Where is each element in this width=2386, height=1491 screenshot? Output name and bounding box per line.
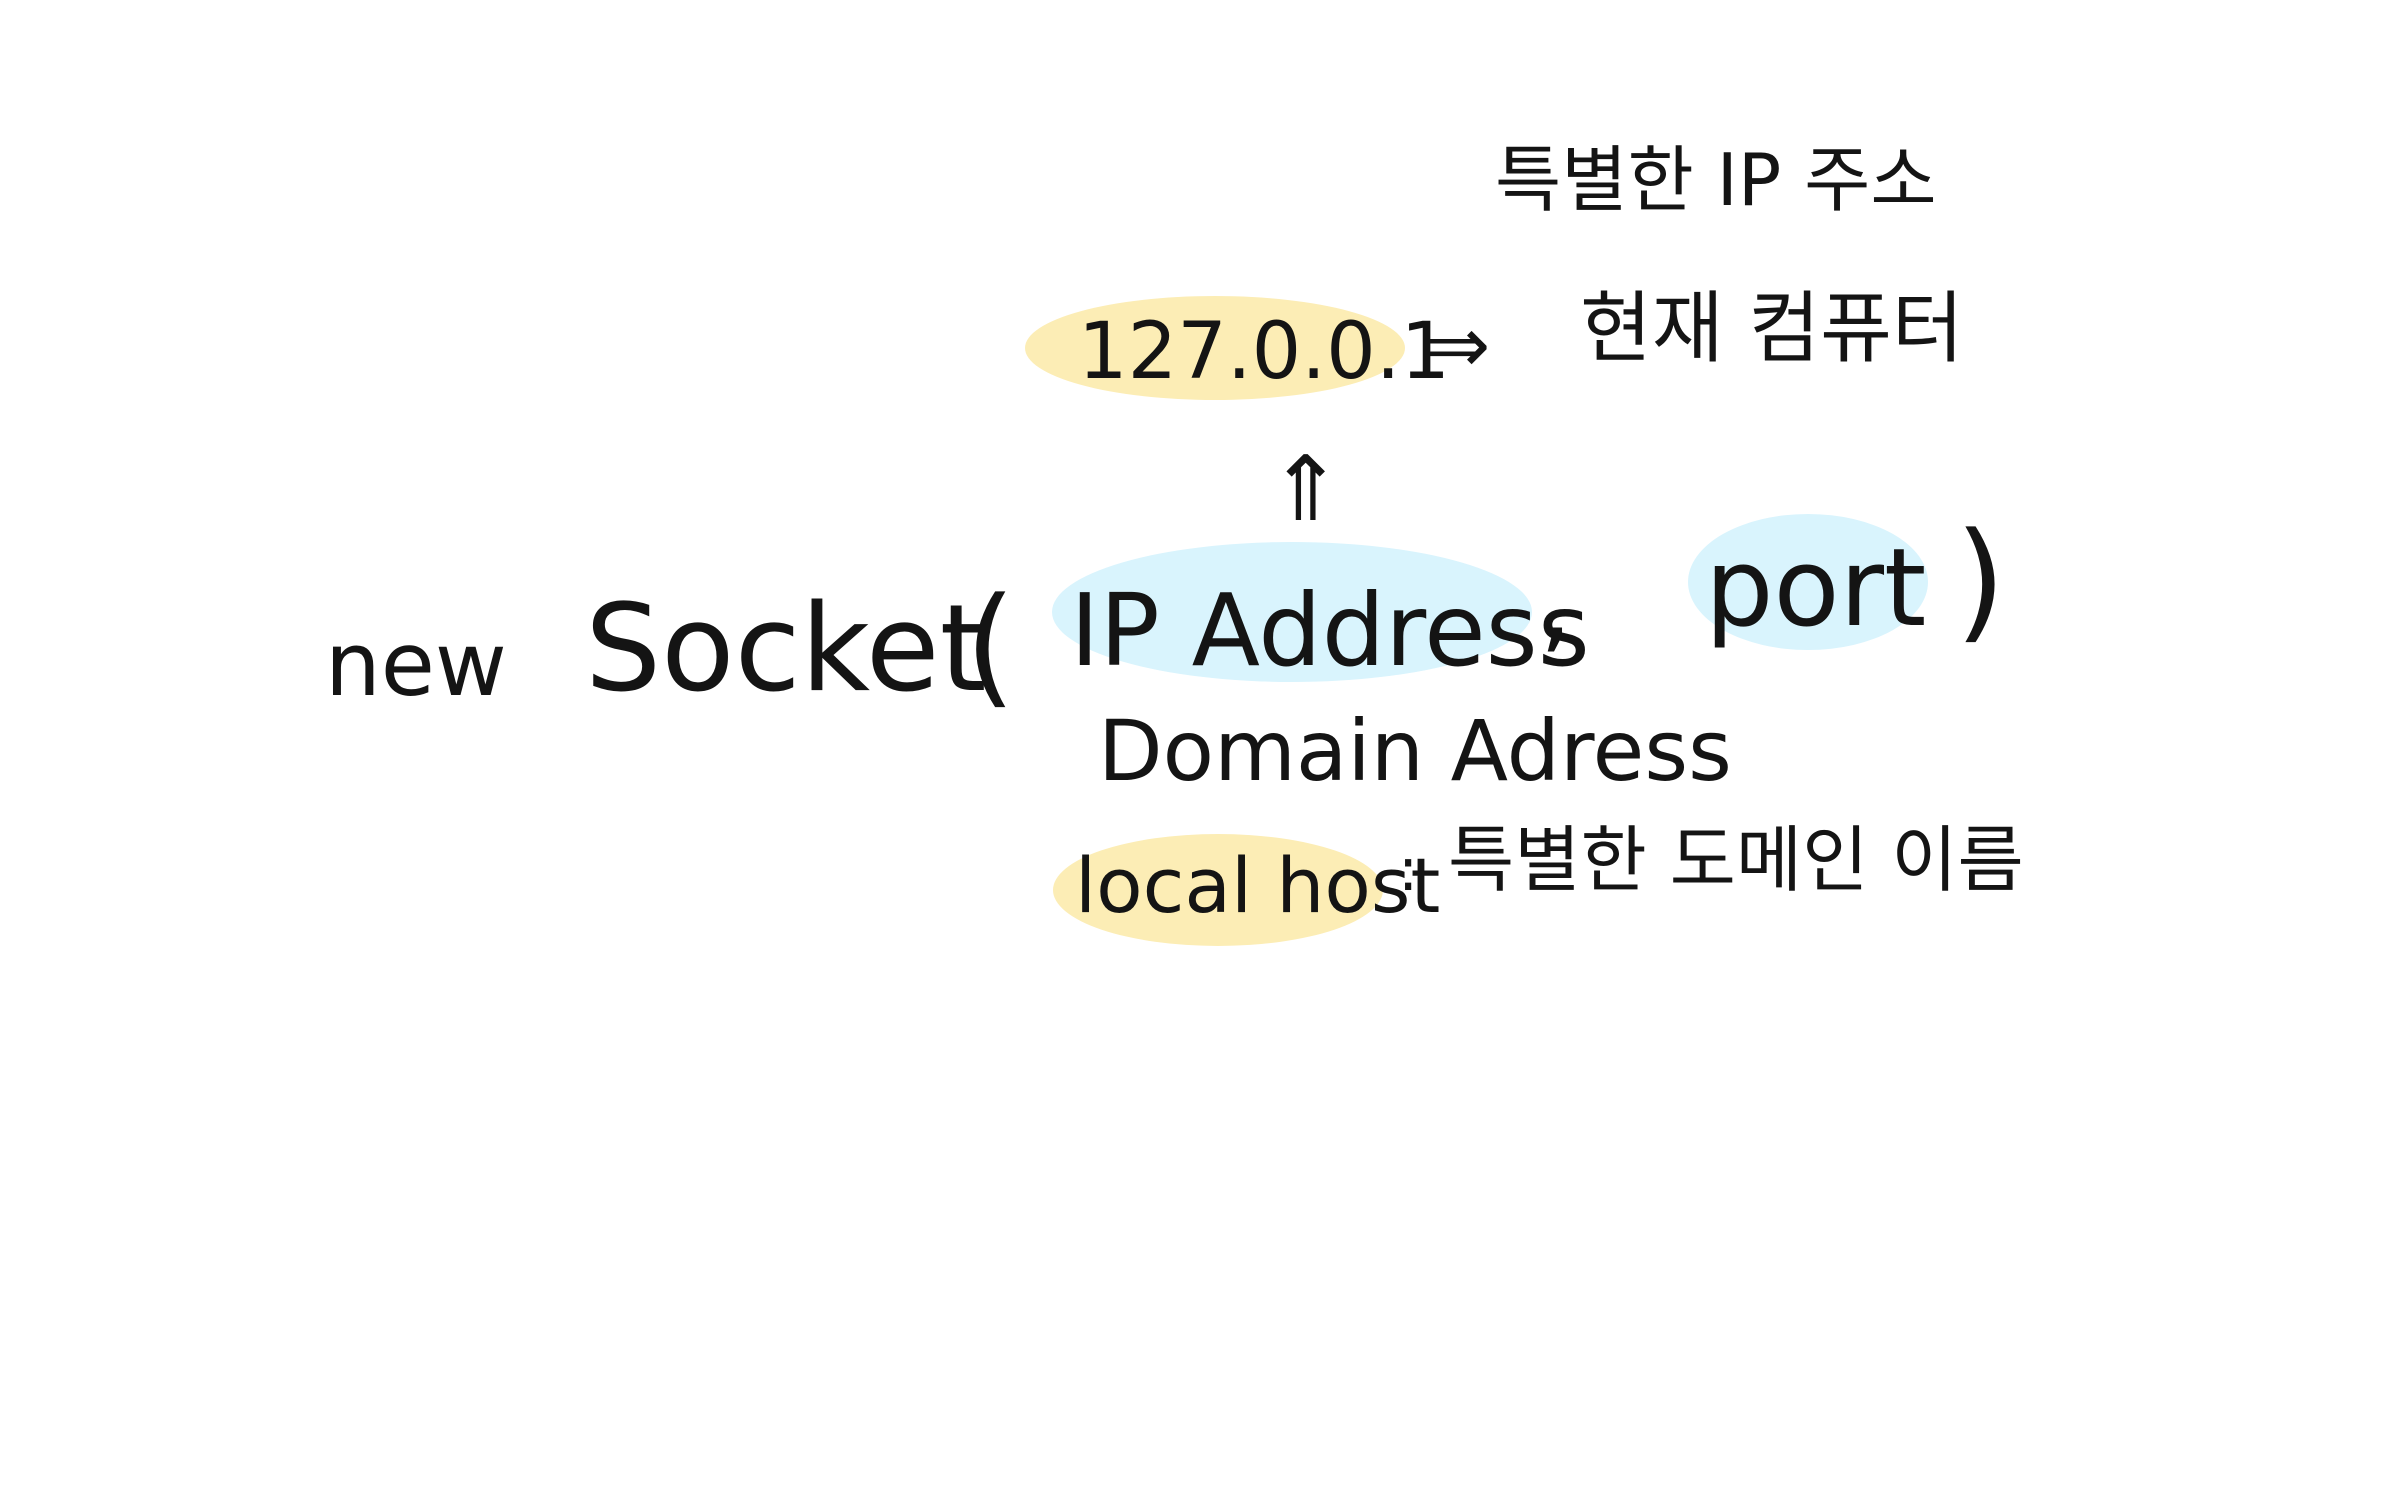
domain-address: Domain Adress: [1098, 702, 1732, 800]
highlight-loopback-ip: [1025, 296, 1405, 400]
comma: ,: [1540, 547, 1572, 664]
implies-arrow: ⇒: [1425, 301, 1490, 391]
param-ip-address: IP Address: [1070, 572, 1590, 689]
localhost-meaning: 특별한 도메인 이름: [1448, 818, 2024, 902]
close-paren: ): [1955, 504, 2006, 656]
loopback-note: 특별한 IP 주소: [1495, 138, 1937, 222]
class-socket: Socket: [585, 580, 987, 719]
keyword-new: new: [325, 613, 507, 716]
loopback-ip-value: 127.0.0.1: [1078, 307, 1450, 397]
up-arrow-icon: ⇑: [1268, 437, 1343, 542]
highlight-ip-address: [1052, 542, 1532, 682]
highlight-localhost: [1053, 834, 1383, 946]
loopback-meaning: 현재 컴퓨터: [1580, 284, 1964, 374]
highlights: [1025, 296, 1928, 946]
highlight-port: [1688, 514, 1928, 650]
localhost-value: local host: [1075, 841, 1440, 930]
localhost-separator: :: [1398, 835, 1418, 905]
param-port: port: [1705, 526, 1926, 651]
open-paren: (: [965, 569, 1016, 721]
